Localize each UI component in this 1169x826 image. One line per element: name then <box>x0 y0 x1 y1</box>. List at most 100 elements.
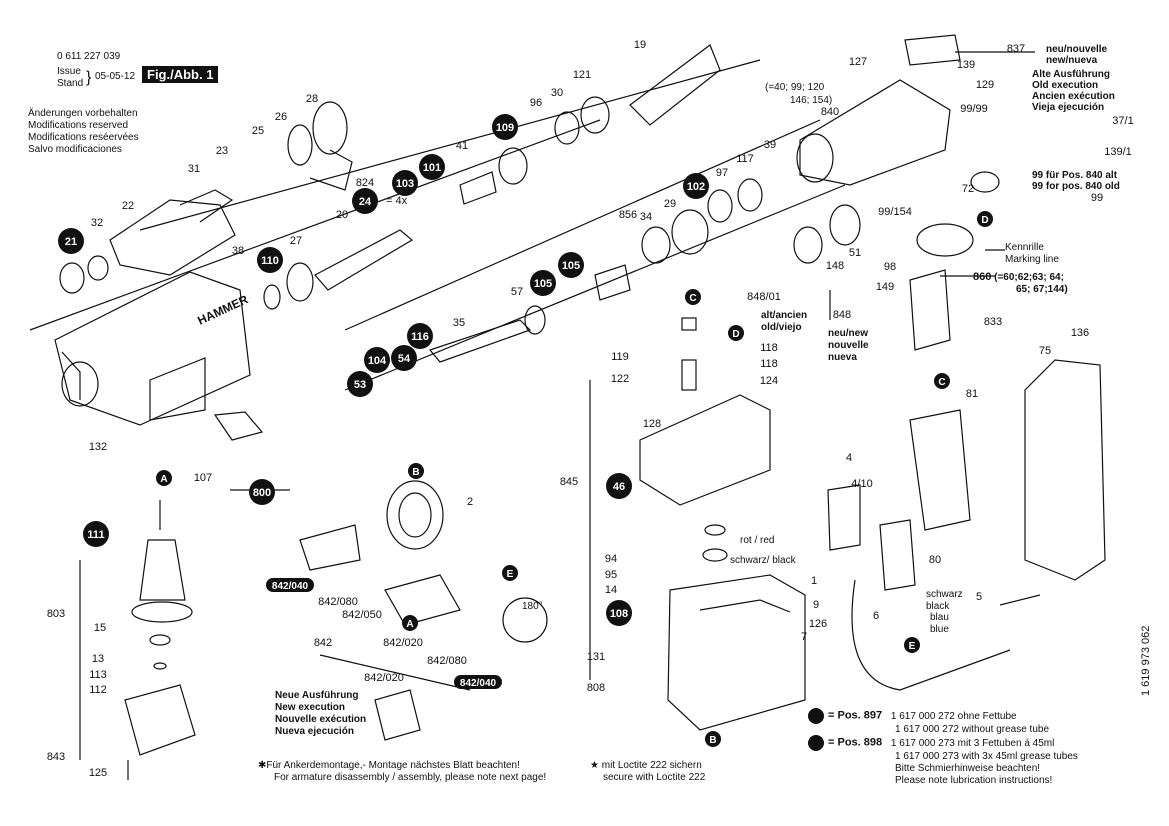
part-number-label: 7 <box>801 631 807 643</box>
alt-ancien-line: alt/ancien <box>761 310 808 321</box>
new-execution-line: New execution <box>275 702 346 713</box>
part-number-label: 837 <box>1007 43 1025 55</box>
callout-badge: 110 <box>257 247 283 273</box>
callout-badge: 102 <box>683 173 709 199</box>
tool-holder-sketch <box>59 101 353 294</box>
part-number-label: 113 <box>89 669 107 681</box>
callout-badge: 21 <box>58 228 84 254</box>
callout-text: 116 <box>411 331 429 343</box>
callout-text: 111 <box>87 529 104 541</box>
old-label-line: Ancien exécution <box>1032 91 1115 102</box>
modifications-line: Salvo modificaciones <box>28 144 122 155</box>
part-number-label: 22 <box>122 200 134 212</box>
callout-text: 104 <box>368 355 387 367</box>
callout-text: 108 <box>610 608 628 620</box>
spindle-sketch <box>263 44 763 363</box>
boxed-label-text: 842/040 <box>272 581 309 592</box>
pos-898-line: Please note lubrication instructions! <box>895 775 1053 786</box>
pos-898-line: 1 617 000 273 with 3x 45ml grease tubes <box>895 751 1078 762</box>
part-number-label: 38 <box>232 245 244 257</box>
new-label-line: neu/nouvelle <box>1046 44 1108 55</box>
letter-marker: B <box>408 463 424 479</box>
letter-marker: E <box>502 565 518 581</box>
part-number-label: 117 <box>736 153 754 165</box>
modifications-line: Änderungen vorbehalten <box>28 108 138 119</box>
part-number-label: 122 <box>611 373 629 385</box>
part-number-label: 35 <box>453 317 465 329</box>
boxed-label: 842/040 <box>266 578 314 592</box>
part-number-label: 126 <box>809 618 827 630</box>
callout-badge: 53 <box>347 371 373 397</box>
pos-860-label: 860 (=60;62;63; 64; 65; 67;144) <box>973 271 1068 296</box>
callout-badge: 108 <box>606 600 632 626</box>
part-number-label: 37/1 <box>1112 115 1133 127</box>
part-number-label: 136 <box>1071 327 1089 339</box>
callout-text: 53 <box>354 379 366 391</box>
part-number-label: 30 <box>551 87 563 99</box>
callout-badge: 46 <box>606 473 632 499</box>
tool-holder-group-line <box>29 119 601 331</box>
pos-99-old: for pos. 840 old <box>1045 181 1120 192</box>
part-number-label: 148 <box>826 260 844 272</box>
part-number-label: 803 <box>47 608 65 620</box>
callout-text: 103 <box>396 178 414 190</box>
callout-badge: 111 <box>83 521 109 547</box>
part-number-label: 97 <box>716 167 728 179</box>
pos-860-values-2: 65; 67;144) <box>1016 284 1068 295</box>
part-number-label: 19 <box>634 39 646 51</box>
armature-note-de: Für Ankerdemontage,- Montage nächstes Bl… <box>266 760 520 771</box>
callout-badge: 101 <box>419 154 445 180</box>
new-execution-line: Nueva ejecución <box>275 726 354 737</box>
issue-brace: } <box>86 69 92 86</box>
loctite-note-de: mit Loctite 222 sichern <box>601 760 702 771</box>
neu-new-line: neu/new <box>828 328 869 339</box>
part-number-label: 125 <box>89 767 107 779</box>
modifications-line: Modifications reserved <box>28 120 129 131</box>
pos-897-line: 1 617 000 272 ohne Fettube <box>890 710 1017 722</box>
part-number-label: 14 <box>605 584 617 596</box>
part-number-label: 118 <box>760 342 778 354</box>
wire-blue-label: blau blue <box>930 612 949 636</box>
star-icon: ★ <box>590 760 599 771</box>
part-number-label: 29 <box>664 198 676 210</box>
part-number-label: 81 <box>966 388 978 400</box>
callout-text: 21 <box>65 236 77 248</box>
variant-list: (=40; 99; 120 <box>765 82 825 93</box>
pos-860-values: (=60;62;63; 64; <box>994 272 1064 283</box>
part-number-label: 39 <box>764 139 776 151</box>
rotation-label: 180° <box>522 601 543 612</box>
part-number-label: 20 <box>336 209 348 221</box>
pos-897-line: 1 617 000 272 without grease tube <box>895 724 1050 735</box>
part-number-label: 845 <box>560 476 578 488</box>
drive-group-line <box>344 184 846 391</box>
new-version-label: neu/nouvelle new/nueva <box>1046 44 1107 66</box>
armature-note: ✱Für Ankerdemontage,- Montage nächstes B… <box>258 760 546 784</box>
callout-text: 54 <box>398 353 411 365</box>
kennrille-text: Kennrille <box>1005 242 1044 253</box>
callout-badge: 105 <box>558 252 584 278</box>
asterisk-icon: ✱ <box>258 760 267 771</box>
part-number-label: 13 <box>92 653 104 665</box>
letter-marker: A <box>156 470 172 486</box>
part-number-label: 4 <box>846 452 852 464</box>
part-number-label: 26 <box>275 111 287 123</box>
loctite-note-en: secure with Loctite 222 <box>603 772 706 783</box>
letter-marker: D <box>728 325 744 341</box>
armature-sketch <box>124 500 196 780</box>
pos-898-line: 1 617 000 273 mit 3 Fettuben á 45ml <box>890 737 1055 749</box>
part-number-label: 15 <box>94 622 106 634</box>
part-number-label: 31 <box>188 163 200 175</box>
part-number-label: 129 <box>976 79 994 91</box>
grease-pos-897: = Pos. 897 1 617 000 272 ohne Fettube 1 … <box>808 708 1049 736</box>
part-number-label: 41 <box>456 140 468 152</box>
marking-line-text: Marking line <box>1005 254 1059 265</box>
figure-label: Fig./Abb. 1 <box>142 66 219 83</box>
callout-badge: 104 <box>364 347 390 373</box>
old-version-label: Alte Ausführung Old execution Ancien exé… <box>1032 69 1115 113</box>
part-number-label: 94 <box>605 553 617 565</box>
part-number-label: 57 <box>511 286 523 298</box>
part-number-label: 824 <box>356 177 374 189</box>
old-version-848: alt/ancien old/viejo <box>761 310 807 334</box>
